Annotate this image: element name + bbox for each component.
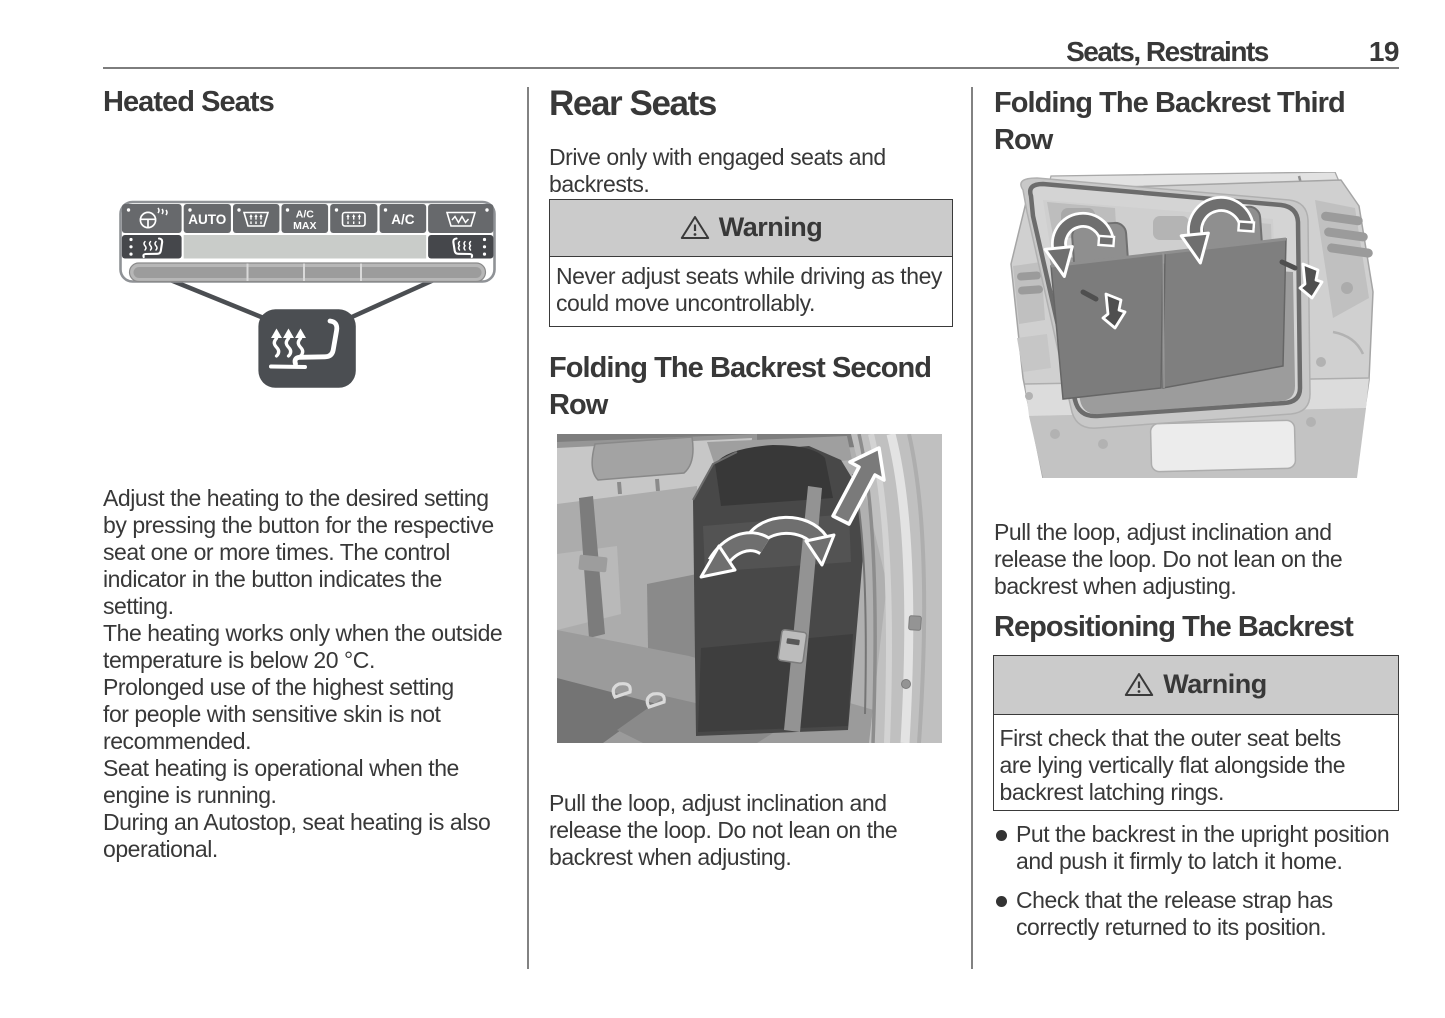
bullet-item: Check that the release strap has correct…	[994, 887, 1398, 941]
heated-seat-right-icon	[452, 237, 474, 259]
svg-text:A/C: A/C	[296, 209, 315, 221]
isofix-brackets	[611, 682, 666, 709]
third-row-caption: Pull the loop, adjust inclination and re…	[994, 518, 1343, 599]
rotate-backrest-arrow-right-icon	[1179, 196, 1256, 265]
bullet-dot	[996, 896, 1007, 907]
warning-triangle-icon	[680, 216, 709, 239]
column-separator-1	[527, 87, 529, 969]
heated-seat-icon	[269, 318, 340, 369]
button-indicator-dots	[126, 208, 489, 212]
ac-max-button-label: A/C MAX	[293, 209, 316, 233]
heated-steering-wheel-icon	[139, 207, 168, 229]
second-row-backrest-illustration	[557, 434, 942, 743]
right-tail-lamp	[1315, 200, 1373, 355]
rear-seats-intro: Drive only with engaged seats and backre…	[549, 143, 886, 197]
seat-left-indicator-dots	[129, 237, 133, 256]
chapter-title: Seats, Restraints	[1066, 36, 1269, 67]
door-frame-hardware	[901, 615, 922, 689]
rotate-backrest-arrow-left-icon	[1043, 211, 1116, 278]
column-separator-2	[971, 87, 973, 969]
folded-backrest-panels	[1050, 237, 1287, 400]
warning-box-header-2: Warning	[993, 656, 1398, 715]
warning-text-2: First check that the outer seat belts ar…	[999, 724, 1346, 805]
page-header: Seats, Restraints 19	[103, 36, 1399, 68]
latch-arrow-right-icon	[1279, 259, 1324, 300]
heated-seat-callout-badge	[258, 309, 356, 388]
auto-button-label: AUTO	[188, 212, 226, 227]
warning-triangle-icon	[1125, 673, 1154, 697]
left-tail-lamp	[1013, 262, 1051, 372]
seat-belt-buckle	[777, 628, 808, 664]
bullet-text: Check that the release strap has correct…	[1016, 887, 1333, 940]
warning-box-repositioning: Warning First check that the outer seat …	[992, 655, 1399, 811]
front-demist-icon	[242, 211, 270, 227]
warning-title: Warning	[718, 212, 823, 242]
ac-button-label: A/C	[391, 212, 415, 227]
warning-title-2: Warning	[1163, 669, 1267, 700]
warning-text: Never adjust seats while driving as they…	[556, 262, 942, 316]
section-heading-folding-second-row: Folding The Backrest Second Row	[549, 351, 932, 421]
rear-window-heating-icon	[341, 211, 366, 227]
heated-seat-icon-arrowheads	[271, 328, 306, 338]
arrow-up-icon	[831, 446, 886, 526]
header-rule	[103, 66, 1399, 69]
panel-middle-row	[121, 235, 494, 259]
bullet-text: Put the backrest in the upright position…	[1016, 821, 1390, 874]
column-2: Rear Seats Drive only with engaged seats…	[549, 0, 953, 1018]
svg-text:MAX: MAX	[293, 220, 316, 232]
fold-rotation-arrows-icon	[699, 515, 836, 579]
third-row-backrest-illustration	[1010, 172, 1374, 478]
climate-control-panel-illustration: AUTO A/C MAX A/C	[119, 200, 496, 388]
bullet-dot	[996, 830, 1007, 841]
flange-bolts	[1025, 357, 1326, 449]
page-number: 19	[1368, 36, 1400, 67]
warning-box-header: Warning	[550, 199, 952, 257]
seat-right-indicator-dots	[482, 237, 487, 256]
panel-top-row: AUTO A/C MAX A/C	[121, 204, 494, 233]
heated-seats-paragraph: Adjust the heating to the desired settin…	[103, 485, 503, 862]
callout-line-right	[342, 276, 437, 324]
warning-box-rear-seats: Warning Never adjust seats while driving…	[549, 198, 953, 327]
panel-trim-bar	[128, 262, 487, 283]
chapter-heading-rear-seats: Rear Seats	[549, 84, 717, 123]
bullet-item: Put the backrest in the upright position…	[994, 821, 1398, 875]
second-row-caption: Pull the loop, adjust inclination and re…	[549, 789, 898, 870]
heated-seat-left-icon	[142, 237, 164, 259]
section-heading-folding-third-row: Folding The Backrest Third Row	[994, 86, 1346, 156]
callout-line-left	[167, 276, 272, 324]
latch-arrow-left-icon	[1080, 289, 1127, 330]
auto-demist-icon	[445, 211, 477, 227]
section-heading-repositioning: Repositioning The Backrest	[994, 610, 1354, 643]
column-1: Heated Seats	[103, 0, 507, 1018]
column-3: Folding The Backrest Third Row	[992, 0, 1399, 1018]
section-heading-heated-seats: Heated Seats	[103, 86, 275, 118]
